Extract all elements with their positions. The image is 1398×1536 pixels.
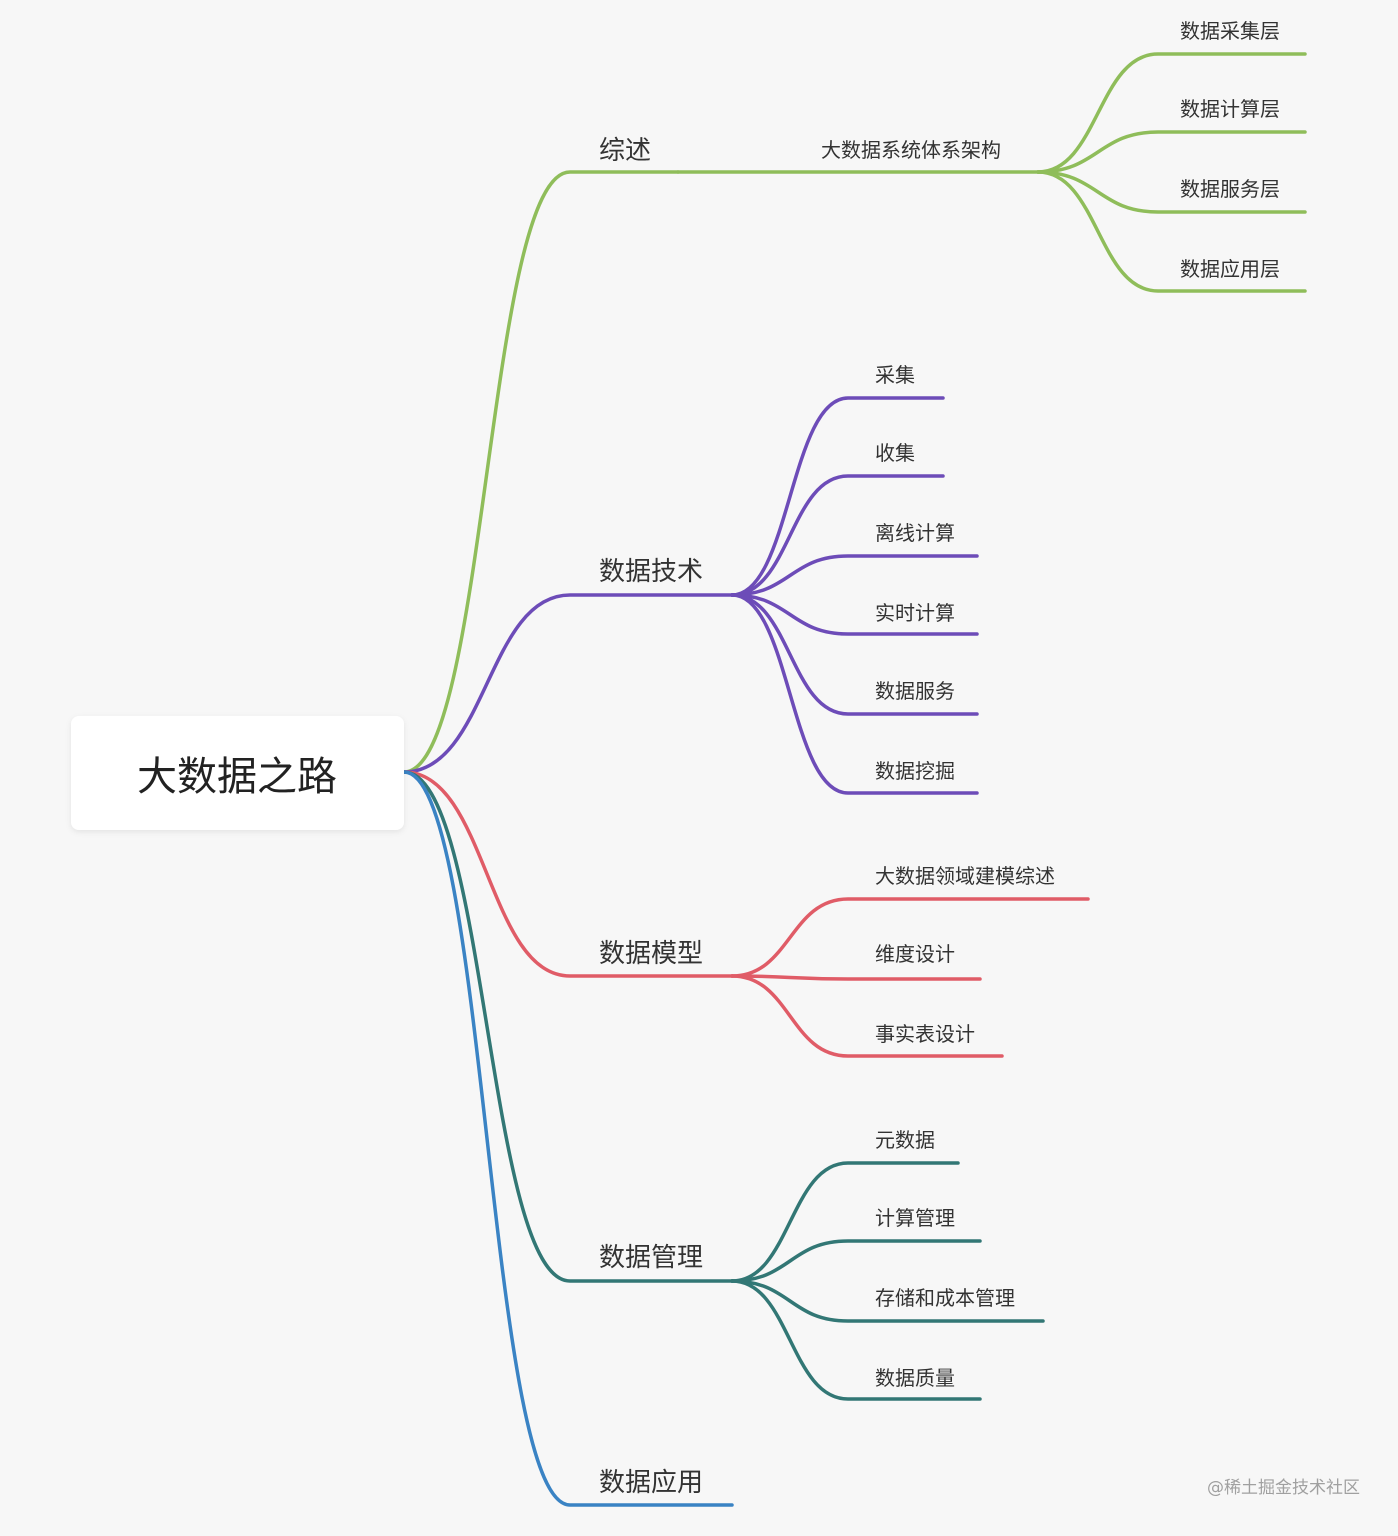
branch-application[interactable]: 数据应用 <box>599 1468 703 1498</box>
link-architecture-leaf-2 <box>1036 170 1307 214</box>
link-root-to-overview <box>402 170 680 774</box>
link-tech-leaf-3 <box>730 593 979 636</box>
node-system-architecture-label: 大数据系统体系架构 <box>821 138 1001 162</box>
leaf-data-mining[interactable]: 数据挖掘 <box>875 759 955 783</box>
link-tech-leaf-1 <box>730 474 945 597</box>
link-management-leaf-3 <box>730 1279 982 1401</box>
link-root-to-application <box>402 770 734 1507</box>
link-tech-leaf-4 <box>730 593 979 716</box>
branch-overview[interactable]: 综述 <box>599 136 651 166</box>
branch-overview-label: 综述 <box>599 136 651 166</box>
branch-application-label: 数据应用 <box>599 1468 703 1498</box>
leaf-collection-layer[interactable]: 数据采集层 <box>1180 19 1280 43</box>
branch-management[interactable]: 数据管理 <box>599 1243 703 1273</box>
link-tech-leaf-2 <box>730 554 979 597</box>
leaf-application-layer[interactable]: 数据应用层 <box>1180 257 1280 281</box>
branch-model-label: 数据模型 <box>599 939 703 969</box>
leaf-offline-computing[interactable]: 离线计算 <box>875 521 955 545</box>
watermark: @稀土掘金技术社区 <box>1207 1478 1360 1498</box>
link-root-to-management <box>402 770 734 1283</box>
leaf-gathering[interactable]: 收集 <box>875 441 915 465</box>
branch-model[interactable]: 数据模型 <box>599 939 703 969</box>
link-root-to-model <box>402 770 734 978</box>
leaf-fact-table-design[interactable]: 事实表设计 <box>875 1022 975 1046</box>
leaf-computing-layer[interactable]: 数据计算层 <box>1180 97 1280 121</box>
leaf-computing-management[interactable]: 计算管理 <box>875 1206 955 1230</box>
leaf-metadata[interactable]: 元数据 <box>875 1128 935 1152</box>
link-model-leaf-0 <box>730 897 1090 978</box>
root-node-label: 大数据之路 <box>137 754 337 800</box>
link-management-leaf-0 <box>730 1161 960 1283</box>
link-model-leaf-2 <box>730 974 1004 1058</box>
leaf-acquisition[interactable]: 采集 <box>875 363 915 387</box>
root-node-box <box>71 716 404 830</box>
root-node[interactable]: 大数据之路 <box>71 716 404 830</box>
branch-tech-label: 数据技术 <box>599 557 703 587</box>
leaf-dimension-design[interactable]: 维度设计 <box>875 942 955 966</box>
leaf-modeling-overview[interactable]: 大数据领域建模综述 <box>875 864 1055 888</box>
leaf-storage-cost-management[interactable]: 存储和成本管理 <box>875 1286 1015 1310</box>
link-architecture-leaf-0 <box>1036 52 1307 174</box>
link-architecture-leaf-1 <box>1036 130 1307 174</box>
link-management-leaf-1 <box>730 1239 982 1283</box>
node-system-architecture[interactable]: 大数据系统体系架构 <box>821 138 1001 162</box>
branch-management-label: 数据管理 <box>599 1243 703 1273</box>
link-tech-leaf-0 <box>730 396 945 597</box>
leaf-data-service[interactable]: 数据服务 <box>875 679 955 703</box>
leaf-data-quality[interactable]: 数据质量 <box>875 1366 955 1390</box>
leaf-realtime-computing[interactable]: 实时计算 <box>875 601 955 625</box>
link-management-leaf-2 <box>730 1279 1045 1323</box>
branch-tech[interactable]: 数据技术 <box>599 557 703 587</box>
link-root-to-tech <box>402 593 734 774</box>
link-architecture-leaf-3 <box>1036 170 1307 293</box>
leaf-service-layer[interactable]: 数据服务层 <box>1180 177 1280 201</box>
connector-lines <box>402 52 1307 1507</box>
link-tech-leaf-5 <box>730 593 979 795</box>
link-model-leaf-1 <box>730 974 982 981</box>
